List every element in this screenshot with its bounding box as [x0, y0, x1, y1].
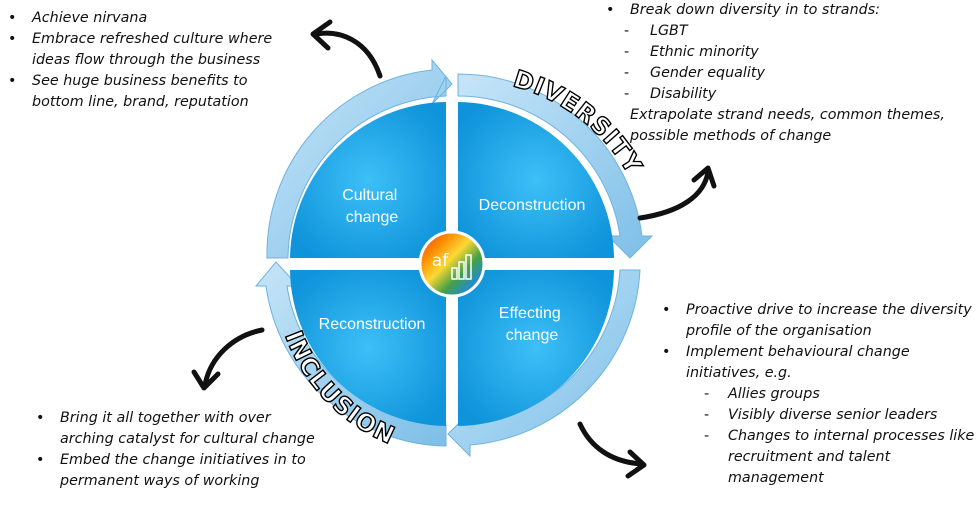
quadrant-cultural-change — [290, 102, 446, 258]
curved-arrow-top-left-head — [310, 19, 333, 51]
label-effecting-line1: Effecting — [499, 305, 561, 322]
label-reconstruction: Reconstruction — [319, 316, 426, 333]
notes-top-left: Achieve nirvana Embrace refreshed cultur… — [4, 8, 289, 113]
logo-bar-3 — [465, 254, 472, 280]
note-item: Extrapolate strand needs, common themes,… — [630, 107, 945, 144]
curved-arrow-left-head — [191, 369, 221, 391]
curved-arrow-right — [637, 169, 711, 221]
curved-arrow-left — [202, 327, 265, 388]
curved-arrow-bottom-right-head — [625, 449, 647, 479]
note-item: Embrace refreshed culture where ideas fl… — [4, 29, 289, 71]
curved-arrow-bottom-right — [577, 421, 645, 467]
quadrant-deconstruction — [458, 102, 614, 258]
logo-bar-1 — [451, 267, 458, 280]
note-item: Proactive drive to increase the diversit… — [658, 300, 976, 342]
label-cultural-line1: Cultural — [342, 187, 397, 204]
curved-arrow-top-left — [313, 30, 383, 79]
label-effecting-line2: change — [506, 327, 559, 344]
notes-bottom-right: Proactive drive to increase the diversit… — [658, 300, 976, 489]
label-cultural-change: Cultural change — [342, 187, 402, 226]
note-item: Embed the change initiatives in to perma… — [32, 450, 328, 492]
notes-bottom-left: Bring it all together with over arching … — [32, 408, 328, 492]
arrow-ring-top-left — [266, 58, 453, 259]
notes-top-right: Break down diversity in to strands: LGBT… — [602, 0, 974, 147]
label-effecting-change: Effecting change — [499, 305, 565, 344]
arrow-ring-top-right — [457, 73, 654, 259]
quadrant-reconstruction — [290, 270, 446, 426]
strand-item: Gender equality — [602, 63, 974, 84]
label-deconstruction: Deconstruction — [479, 197, 586, 214]
example-item: Visibly diverse senior leaders — [658, 405, 976, 426]
logo-text: af — [432, 251, 449, 271]
strand-item: Disability — [602, 84, 974, 105]
label-cultural-line2: change — [346, 209, 399, 226]
logo-bar-2 — [458, 261, 465, 280]
note-item: Break down diversity in to strands: — [602, 0, 974, 21]
strand-item: Ethnic minority — [602, 42, 974, 63]
curved-arrow-right-head — [691, 165, 717, 189]
example-item: Allies groups — [658, 384, 976, 405]
quadrant-effecting-change — [458, 270, 614, 426]
arrow-ring-bottom-right — [447, 269, 641, 458]
example-item: Changes to internal processes like recru… — [658, 426, 976, 489]
strand-item: LGBT — [602, 21, 974, 42]
note-item: Bring it all together with over arching … — [32, 408, 328, 450]
af-logo: af — [418, 230, 486, 298]
note-item: Implement behavioural change initiatives… — [658, 342, 976, 384]
note-item: Achieve nirvana — [4, 8, 289, 29]
note-item: See huge business benefits to bottom lin… — [4, 71, 289, 113]
